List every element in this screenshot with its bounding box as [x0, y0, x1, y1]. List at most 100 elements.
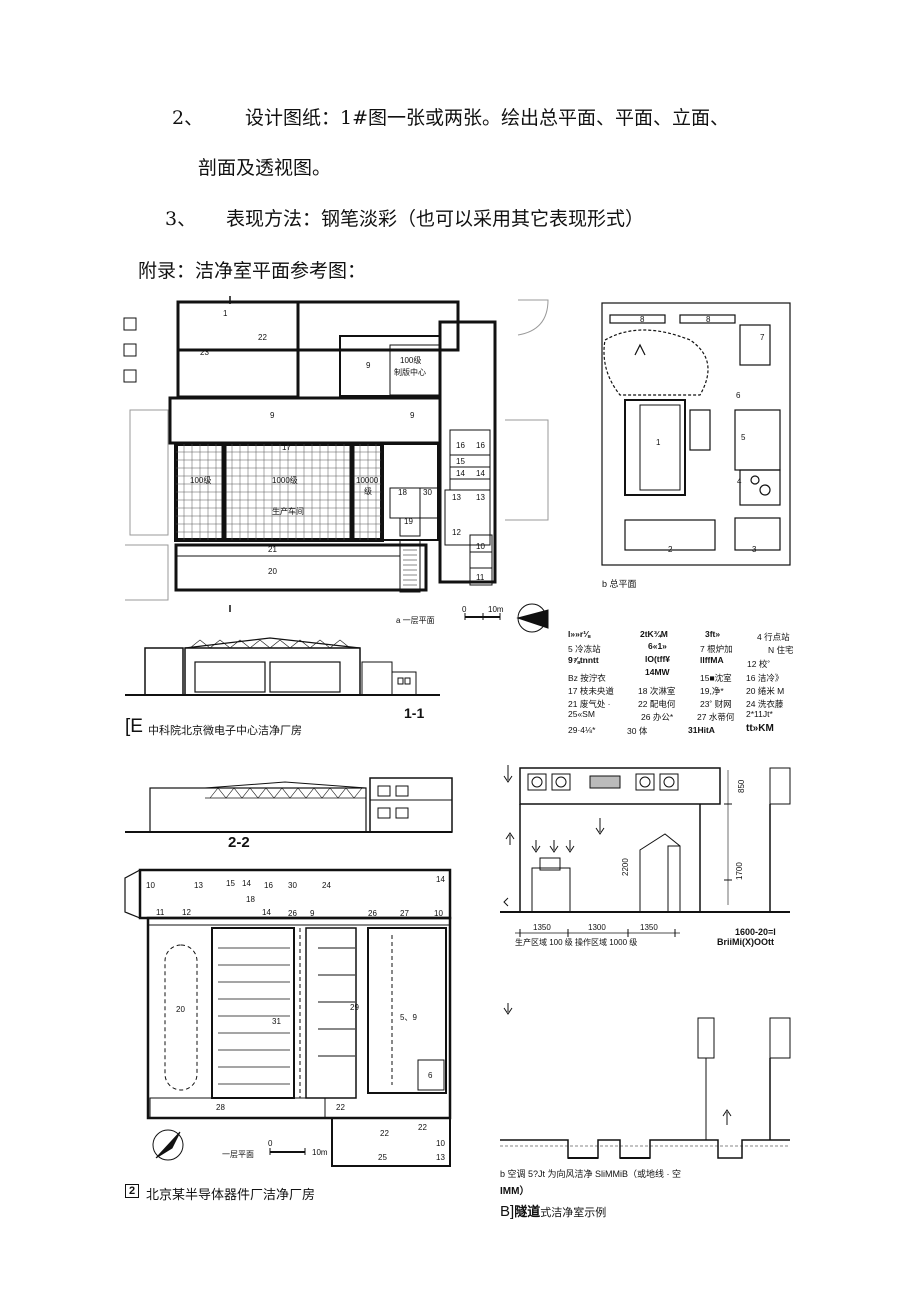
fig1-room-21: 21: [268, 545, 277, 554]
fig2-room-22c: 22: [418, 1123, 427, 1132]
legend-7-3: 23˚ 财网: [700, 699, 732, 709]
legend-7-1: 21 废气处 ·: [568, 699, 611, 709]
fig2-scale-ten: 10m: [312, 1148, 328, 1157]
legend-7-4: 24 洗衣藤: [746, 699, 784, 709]
legend-3-2: lO(tff¥: [645, 654, 671, 664]
site-num-8b: 8: [706, 315, 711, 324]
fig1-room-16b: 16: [476, 441, 485, 450]
site-num-2: 2: [668, 545, 673, 554]
fig2-room-14c: 14: [262, 908, 271, 917]
fig2-plan-caption: 一层平面: [222, 1150, 254, 1159]
fig3-caption-b-text: b 空调 5?Jt 为向风洁净 SliMMiB（或地线 · 空: [500, 1169, 682, 1179]
fig2-room-13b: 13: [436, 1153, 445, 1162]
site-num-6: 6: [736, 391, 741, 400]
item-2-number: 2、: [172, 107, 204, 129]
fig1-label-10000: 10000: [356, 476, 379, 485]
fig3-caption-b: b 空调 5?Jt 为向风洁净 SliMMiB（或地线 · 空: [500, 1167, 681, 1180]
fig2-room-30: 30: [288, 881, 297, 890]
fig1-room-22: 22: [258, 333, 267, 342]
fig3-dim-1300: 1300: [588, 923, 606, 932]
fig3-dim-1350a: 1350: [533, 923, 551, 932]
fig2-caption: 北京某半导体器件厂洁净厂房: [146, 1188, 316, 1203]
fig2-room-10b: 10: [434, 909, 443, 918]
fig3-dim-1700: 1700: [735, 862, 744, 880]
fig1-label-ji: 级: [364, 486, 372, 496]
fig2-room-14b: 14: [436, 875, 445, 884]
fig1-plan-caption: a 一层平面: [396, 616, 435, 625]
fig2-room-16: 16: [264, 881, 273, 890]
legend-5-3: 15■沈室: [700, 673, 732, 683]
fig1-cut-mark: 1: [223, 309, 228, 318]
fig2-caption-num: 2: [125, 1184, 140, 1198]
fig2-room-31: 31: [272, 1017, 281, 1026]
fig1-scale-zero: 0: [462, 605, 467, 614]
fig1-room-17: 17: [282, 443, 291, 452]
fig2-room-10c: 10: [436, 1139, 445, 1148]
legend-7-2: 22 配电何: [638, 699, 676, 709]
fig1-room-13b: 13: [476, 493, 485, 502]
fig1-room-14: 14: [456, 469, 465, 478]
legend-2-1: 5 冷冻站: [568, 644, 601, 654]
legend-9-4: tt»KM: [746, 723, 774, 734]
legend-5-4: 16 洁冷》: [746, 673, 784, 683]
legend-5-1: Bz 按泞衣: [568, 673, 606, 683]
fig3-caption-mark: B]: [500, 1203, 515, 1220]
item-3-number: 3、: [165, 208, 197, 230]
fig2-room-6: 6: [428, 1071, 433, 1080]
fig1-caption: 中科院北京微电子中心洁净厂房: [148, 724, 302, 737]
fig2-room-10a: 10: [146, 881, 155, 890]
site-num-4: 4: [737, 477, 742, 486]
fig1-caption-mark: [E: [125, 716, 143, 737]
fig3-caption-bold: 隧道: [514, 1204, 541, 1219]
fig1-room-9a: 9: [366, 361, 371, 370]
fig2-room-28: 28: [216, 1103, 225, 1112]
fig1-scale-ten: 10m: [488, 605, 504, 614]
fig2-room-9: 9: [310, 909, 315, 918]
fig2-room-24: 24: [322, 881, 331, 890]
fig3-caption-b2: IMM）: [500, 1186, 530, 1197]
site-num-5: 5: [741, 433, 746, 442]
fig3-dim-1350b: 1350: [640, 923, 658, 932]
legend-8-2: 26 办公*: [641, 712, 674, 722]
fig2-room-29: 29: [350, 1003, 359, 1012]
fig1-label-mask-100: 100级: [400, 355, 421, 365]
fig3-zone-label: 生产区域 100 级 操作区域 1000 级: [515, 937, 637, 947]
legend-8-4: 2*11Jt*: [746, 709, 773, 719]
site-plan-caption: b 总平面: [602, 579, 637, 589]
fig3-note-1: 1600-20=l: [735, 927, 776, 937]
legend-1-2: 2tK¾M: [640, 629, 668, 639]
legend-2-3: 7 根炉加: [700, 644, 733, 654]
fig1-room-13a: 13: [452, 493, 461, 502]
fig1-room-10: 10: [476, 542, 485, 551]
legend-6-3: 19,净*: [700, 686, 724, 696]
legend-6-4: 20 绻米 M: [746, 686, 785, 696]
fig2-room-15: 15: [226, 879, 235, 888]
fig1-label-1000: 1000级: [272, 475, 298, 485]
legend-8-3: 27 水蒂何: [697, 712, 735, 722]
fig3-note-2: BriiMi(X)OOtt: [717, 937, 774, 947]
legend-1-1: l»»r⅛: [568, 629, 591, 639]
fig2-room-25: 25: [378, 1153, 387, 1162]
fig2-room-14a: 14: [242, 879, 251, 888]
fig1-label-mask-center: 制版中心: [394, 367, 426, 377]
legend-1-3: 3ft»: [705, 629, 721, 639]
site-num-8a: 8: [640, 315, 645, 324]
item-3-text: 表现方法：钢笔淡彩（也可以采用其它表现形式）: [226, 208, 645, 230]
fig1-label-100: 100级: [190, 475, 211, 485]
site-num-3: 3: [752, 545, 757, 554]
fig1-room-16a: 16: [456, 441, 465, 450]
fig1-room-20: 20: [268, 567, 277, 576]
fig3-caption: B]隧道式洁净室示例: [500, 1201, 606, 1220]
fig2-room-13: 13: [194, 881, 203, 890]
fig2-scale-zero: 0: [268, 1139, 273, 1148]
fig1-section-mark: 1-1: [404, 705, 425, 721]
fig1-room-15: 15: [456, 457, 465, 466]
fig3-dim-2200: 2200: [621, 858, 630, 876]
fig2-room-22b: 22: [380, 1129, 389, 1138]
fig1-room-30: 30: [423, 488, 432, 497]
fig2-room-26b: 26: [368, 909, 377, 918]
